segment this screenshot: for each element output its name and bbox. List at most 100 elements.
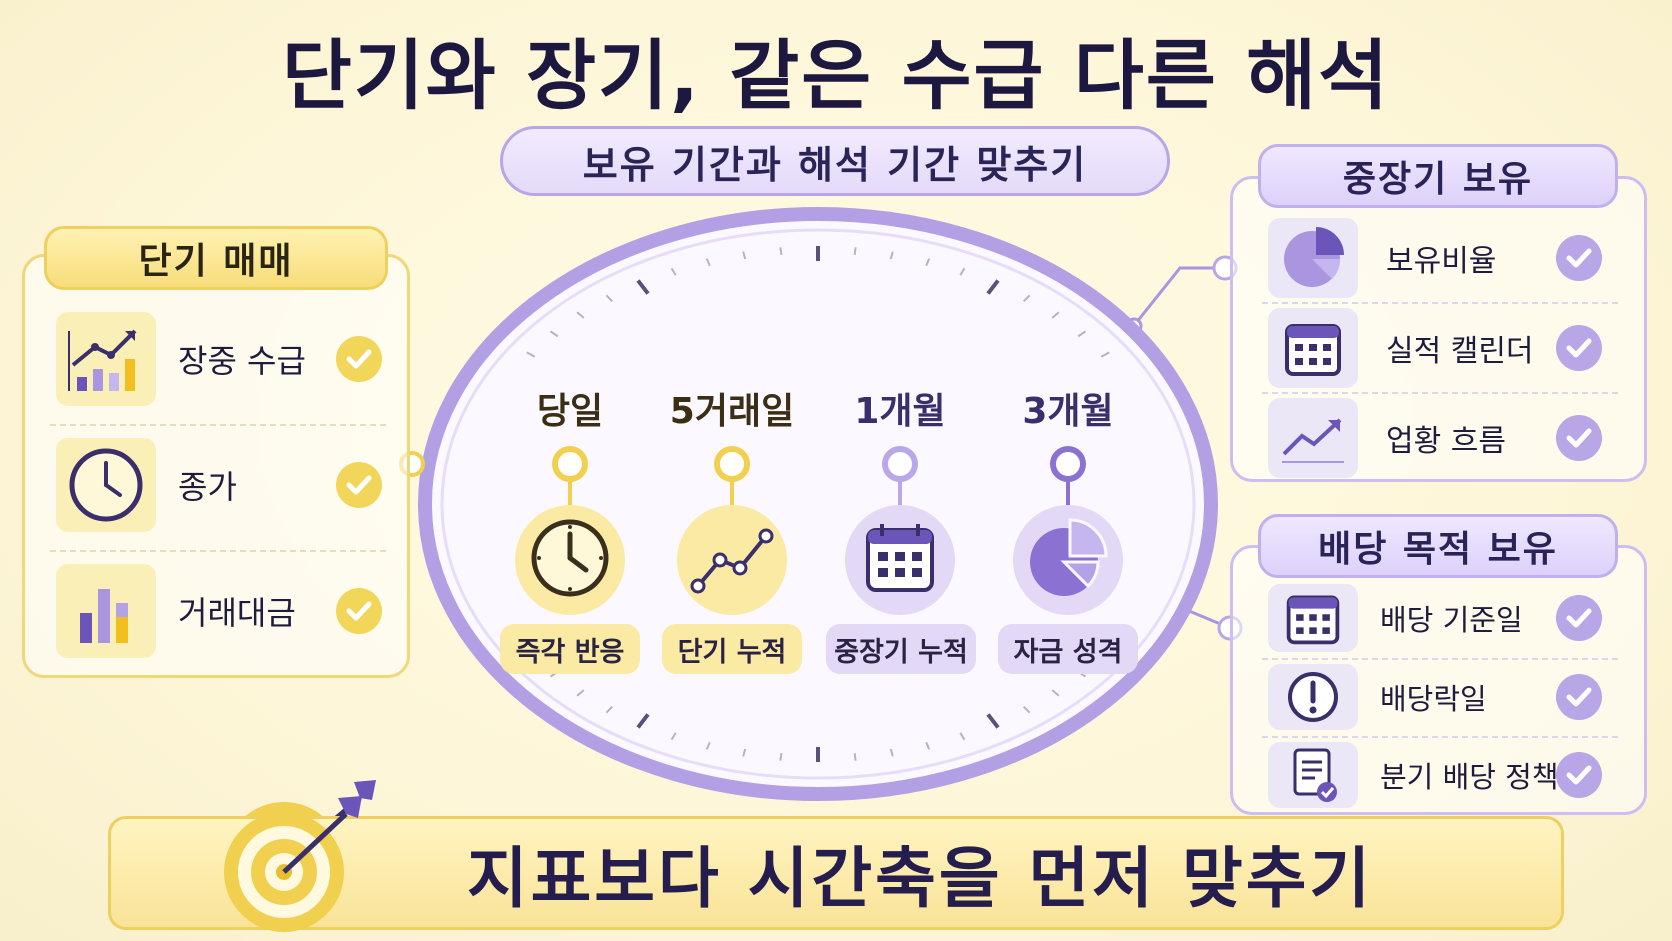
line-chart-icon <box>690 528 774 594</box>
divider <box>1262 392 1618 394</box>
clock-tick <box>549 330 559 338</box>
dividend-panel-title: 배당 목적 보유 <box>1258 514 1618 578</box>
connector-top-right <box>1130 266 1225 329</box>
timeline-node-1 <box>552 446 588 505</box>
pie-chart-icon <box>1268 218 1358 298</box>
timeline-tag-4: 자금 성격 <box>998 624 1138 674</box>
clock-tick <box>1100 351 1110 358</box>
timeline-node-2 <box>714 446 750 505</box>
list-item: 장중 수급 <box>56 312 306 406</box>
timeline-tag-1: 즉각 반응 <box>500 624 640 674</box>
clock-tick <box>742 748 747 757</box>
check-icon <box>336 462 382 508</box>
clock-tick <box>889 748 894 757</box>
timeline-tag-2: 단기 누적 <box>662 624 802 674</box>
list-item-label: 장중 수급 <box>178 342 306 380</box>
list-item-label: 분기 배당 정책 <box>1380 760 1559 794</box>
clock-tick <box>526 351 536 358</box>
clock-tick <box>986 279 1000 295</box>
calendar-icon <box>1268 308 1358 388</box>
clock-tick <box>853 247 857 256</box>
clock-tick <box>742 251 747 260</box>
clock-tick <box>605 294 613 303</box>
timeline-label-3: 1개월 <box>854 391 946 432</box>
clock-tick <box>705 741 711 750</box>
timeline-label-1: 당일 <box>536 391 604 432</box>
clock-tick <box>1023 705 1031 714</box>
clock-ellipse-inner <box>440 228 1196 780</box>
short-term-panel-title: 단기 매매 <box>44 226 388 290</box>
clock-tick <box>889 251 894 260</box>
check-icon <box>1556 674 1602 720</box>
divider <box>50 424 386 426</box>
list-item: 실적 캘린더 <box>1268 308 1602 388</box>
clock-icon <box>531 519 609 597</box>
check-icon <box>1556 752 1602 798</box>
subtitle-pill: 보유 기간과 해석 기간 맞추기 <box>500 126 1170 196</box>
bar-chart-icon <box>56 564 156 658</box>
clock-tick <box>1077 330 1087 338</box>
timeline-node-3 <box>882 446 918 505</box>
clock-tick <box>605 705 613 714</box>
list-item-label: 실적 캘린더 <box>1386 334 1534 369</box>
pie-chart-icon <box>1030 518 1108 596</box>
list-item: 배당락일 <box>1268 664 1602 730</box>
trend-up-icon <box>1268 398 1358 478</box>
clock-tick <box>670 267 677 276</box>
timeline-tag-3: 중장기 누적 <box>826 624 976 674</box>
clock-tick <box>1051 311 1060 319</box>
target-icon <box>224 796 362 932</box>
list-item-label: 거래대금 <box>178 594 296 632</box>
list-item-label: 종가 <box>178 468 237 506</box>
list-item: 배당 기준일 <box>1268 584 1602 652</box>
clock-tick <box>1051 689 1060 697</box>
document-check-icon <box>1268 742 1358 808</box>
divider <box>50 550 386 552</box>
divider <box>1262 658 1618 660</box>
list-item-label: 업황 흐름 <box>1386 424 1506 459</box>
check-icon <box>1556 235 1602 281</box>
clock-tick <box>779 247 783 256</box>
clock-tick <box>986 713 1000 729</box>
clock-tick <box>925 258 931 267</box>
clock-tick <box>959 267 966 276</box>
divider <box>1262 302 1618 304</box>
mid-long-term-panel-title: 중장기 보유 <box>1258 144 1618 208</box>
timeline-label-4: 3개월 <box>1022 391 1114 432</box>
bottom-banner <box>108 816 1564 930</box>
list-item: 업황 흐름 <box>1268 398 1602 478</box>
timeline-label-2: 5거래일 <box>669 391 795 432</box>
clock-tick <box>959 732 966 741</box>
clock-tick <box>576 689 585 697</box>
list-item-label: 배당락일 <box>1380 682 1487 716</box>
clock-tick <box>1023 294 1031 303</box>
list-item-label: 배당 기준일 <box>1380 603 1523 637</box>
check-icon <box>1556 595 1602 641</box>
chart-trend-icon <box>56 312 156 406</box>
page-title: 단기와 장기, 같은 수급 다른 해석 <box>281 31 1391 120</box>
list-item: 거래대금 <box>56 564 296 658</box>
list-item: 분기 배당 정책 <box>1268 742 1602 808</box>
clock-tick <box>853 752 857 761</box>
calendar-icon <box>866 524 934 592</box>
calendar-icon <box>1268 584 1358 652</box>
list-item-label: 보유비율 <box>1386 244 1497 279</box>
bottom-banner-text: 지표보다 시간축을 먼저 맞추기 <box>466 840 1374 917</box>
clock-ticks <box>526 246 1110 762</box>
clock-icon <box>56 438 156 532</box>
timeline-icon-bg-2 <box>677 505 787 615</box>
clock-tick <box>636 713 650 729</box>
list-item: 종가 <box>56 438 237 532</box>
clock-tick <box>925 741 931 750</box>
clock-ellipse-outer <box>418 207 1218 801</box>
divider <box>1262 736 1618 738</box>
clock-tick <box>636 279 650 295</box>
exclamation-icon <box>1268 664 1358 730</box>
clock-tick <box>576 311 585 319</box>
timeline-node-4 <box>1050 446 1086 505</box>
clock-tick <box>779 752 783 761</box>
clock-tick <box>670 732 677 741</box>
check-icon <box>336 336 382 382</box>
clock-tick <box>705 258 711 267</box>
check-icon <box>1556 415 1602 461</box>
